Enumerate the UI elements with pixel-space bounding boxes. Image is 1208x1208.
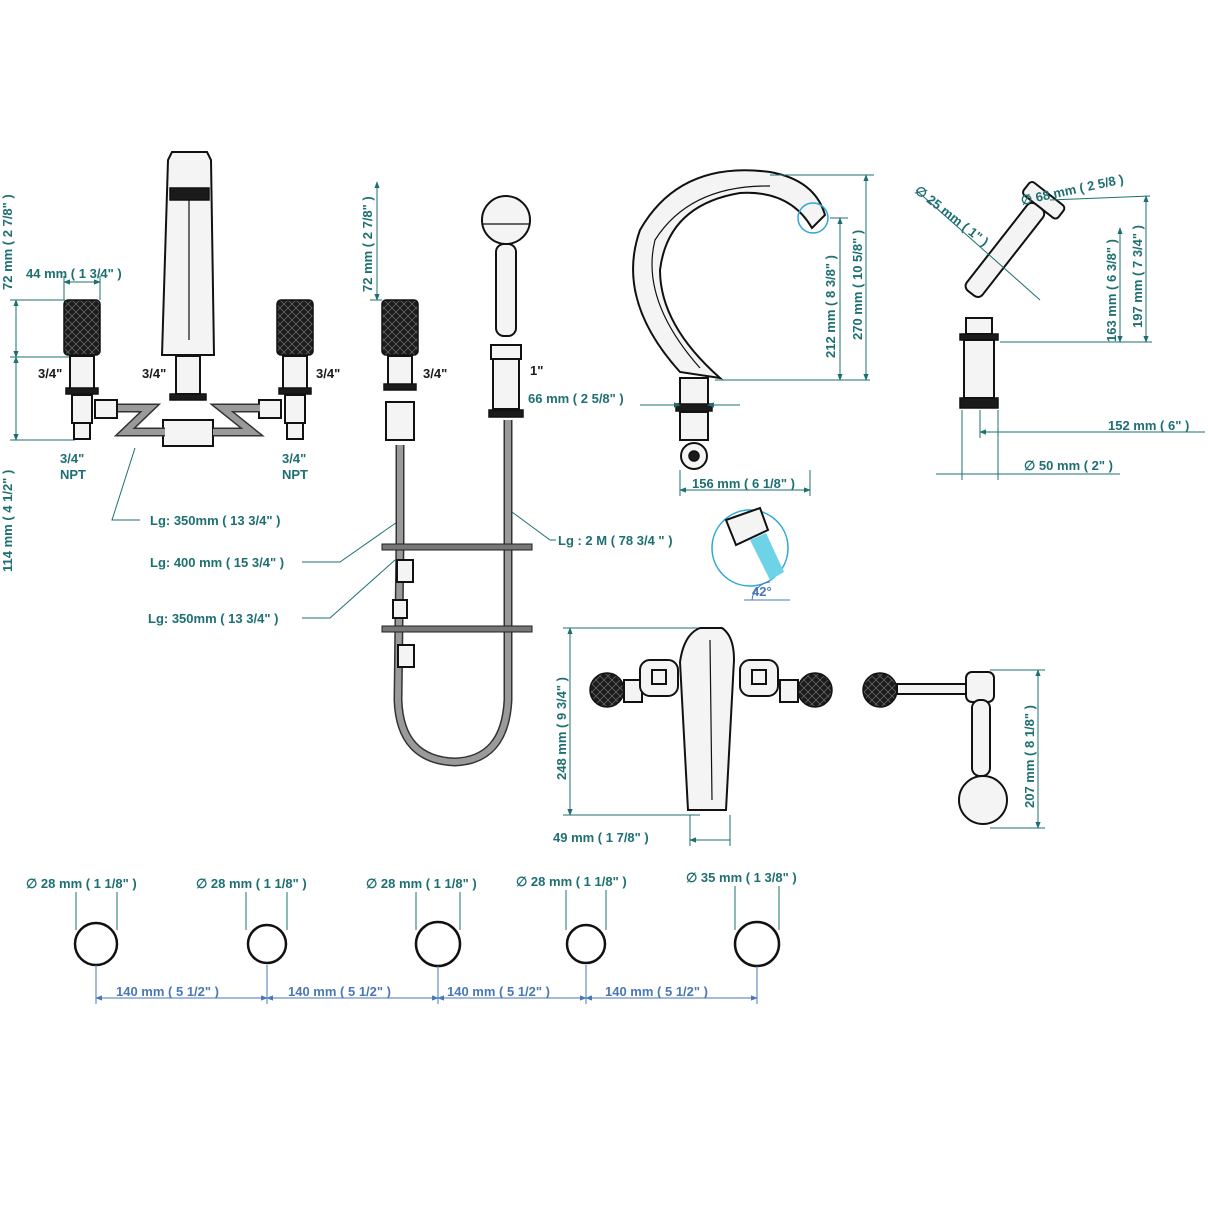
handshower-head-top	[481, 195, 531, 245]
dim-44mm: 44 mm ( 1 3/4" )	[26, 266, 122, 281]
spacing-3: 140 mm ( 5 1/2" )	[447, 984, 550, 999]
wall-shower-view: 207 mm ( 8 1/8" )	[862, 669, 1045, 829]
hole-3-diameter: ∅ 28 mm ( 1 1/8" )	[366, 876, 477, 891]
deck-hole-4	[565, 923, 607, 965]
dim-72mm-left: 72 mm ( 2 7/8" )	[0, 194, 15, 290]
wall-shower-handle	[862, 672, 898, 708]
deck-hole-2	[246, 923, 288, 965]
hole-2-diameter: ∅ 28 mm ( 1 1/8" )	[196, 876, 307, 891]
right-valve-body	[282, 355, 308, 391]
water-stream	[750, 533, 784, 580]
left-handle	[63, 299, 101, 356]
dia-50mm: ∅ 50 mm ( 2" )	[1024, 458, 1113, 473]
deck-hole-5	[733, 920, 781, 968]
npt-right-label: NPT	[282, 467, 308, 482]
spout-arc	[632, 169, 827, 380]
handshower-holder-view: ∅ 25 mm ( 1" ) ∅ 68 mm ( 2 5/8 ) 163 mm …	[912, 172, 1205, 480]
dia-25mm: ∅ 25 mm ( 1" )	[912, 183, 991, 250]
conn-center-label: 3/4"	[142, 366, 166, 381]
wall-shower-arm	[971, 699, 991, 777]
handshower-conn-label: 1"	[530, 363, 543, 378]
wall-valve-handle-left	[589, 672, 625, 708]
handshower-base	[963, 339, 995, 399]
spacing-4: 140 mm ( 5 1/2" )	[605, 984, 708, 999]
spacing-2: 140 mm ( 5 1/2" )	[288, 984, 391, 999]
hose-length-c: Lg: 350mm ( 13 3/4" )	[148, 611, 278, 626]
conn-left-label: 3/4"	[38, 366, 62, 381]
deck-hole-layout: ∅ 28 mm ( 1 1/8" ) ∅ 28 mm ( 1 1/8" ) ∅ …	[26, 870, 797, 1004]
npt-right-size: 3/4"	[282, 451, 306, 466]
wall-valve-body	[678, 627, 736, 811]
hole-5-diameter: ∅ 35 mm ( 1 3/8" )	[686, 870, 797, 885]
wall-shower-head	[958, 775, 1008, 825]
left-valve-body	[69, 355, 95, 391]
deck-hole-3	[414, 920, 462, 968]
diverter-handle	[381, 299, 419, 356]
dim-72mm-center: 72 mm ( 2 7/8" )	[360, 196, 375, 292]
handshower-grip	[495, 243, 517, 337]
hole-1-diameter: ∅ 28 mm ( 1 1/8" )	[26, 876, 137, 891]
npt-left-size: 3/4"	[60, 451, 84, 466]
center-spout	[160, 151, 216, 356]
dia-68mm: ∅ 68 mm ( 2 5/8 )	[1020, 172, 1125, 208]
dim-66mm: 66 mm ( 2 5/8" )	[528, 391, 624, 406]
widespread-faucet-view: 72 mm ( 2 7/8" ) 114 mm ( 4 1/2" ) 44 mm…	[0, 151, 401, 626]
conn-right-label: 3/4"	[316, 366, 340, 381]
dim-207mm: 207 mm ( 8 1/8" )	[1022, 705, 1037, 808]
hose-length-a: Lg: 350mm ( 13 3/4" )	[150, 513, 280, 528]
hose-2m-label: Lg : 2 M ( 78 3/4 " )	[558, 533, 673, 548]
npt-left-label: NPT	[60, 467, 86, 482]
dim-156mm: 156 mm ( 6 1/8" )	[692, 476, 795, 491]
handshower-handle	[964, 201, 1046, 298]
hose-length-b: Lg: 400 mm ( 15 3/4" )	[150, 555, 284, 570]
deck-hole-1	[73, 921, 119, 967]
diverter-conn-label: 3/4"	[423, 366, 447, 381]
hole-4-diameter: ∅ 28 mm ( 1 1/8" )	[516, 874, 627, 889]
dim-248mm: 248 mm ( 9 3/4" )	[554, 677, 569, 780]
dim-212mm: 212 mm ( 8 3/8" )	[823, 255, 838, 358]
dim-152mm: 152 mm ( 6" )	[1108, 418, 1189, 433]
dim-163mm: 163 mm ( 6 3/8" )	[1104, 239, 1119, 342]
spout-side-view: 212 mm ( 8 3/8" ) 270 mm ( 10 5/8" ) 66 …	[528, 169, 874, 601]
dim-114mm: 114 mm ( 4 1/2" )	[0, 470, 15, 572]
handshower-hose	[393, 420, 513, 767]
diverter-handshower-view: 72 mm ( 2 7/8" ) 3/4" 1" Lg : 2 M ( 78 3…	[360, 181, 673, 767]
outlet-detail-circle	[797, 202, 829, 234]
spacing-1: 140 mm ( 5 1/2" )	[116, 984, 219, 999]
wall-valve-view: 248 mm ( 9 3/4" ) 49 mm ( 1 7/8" )	[553, 627, 833, 846]
dim-49mm: 49 mm ( 1 7/8" )	[553, 830, 649, 845]
dim-270mm: 270 mm ( 10 5/8" )	[850, 230, 865, 340]
dim-197mm: 197 mm ( 7 3/4" )	[1130, 225, 1145, 328]
angle-42: 42°	[752, 584, 772, 599]
right-handle	[276, 299, 314, 356]
wall-valve-handle-right	[797, 672, 833, 708]
